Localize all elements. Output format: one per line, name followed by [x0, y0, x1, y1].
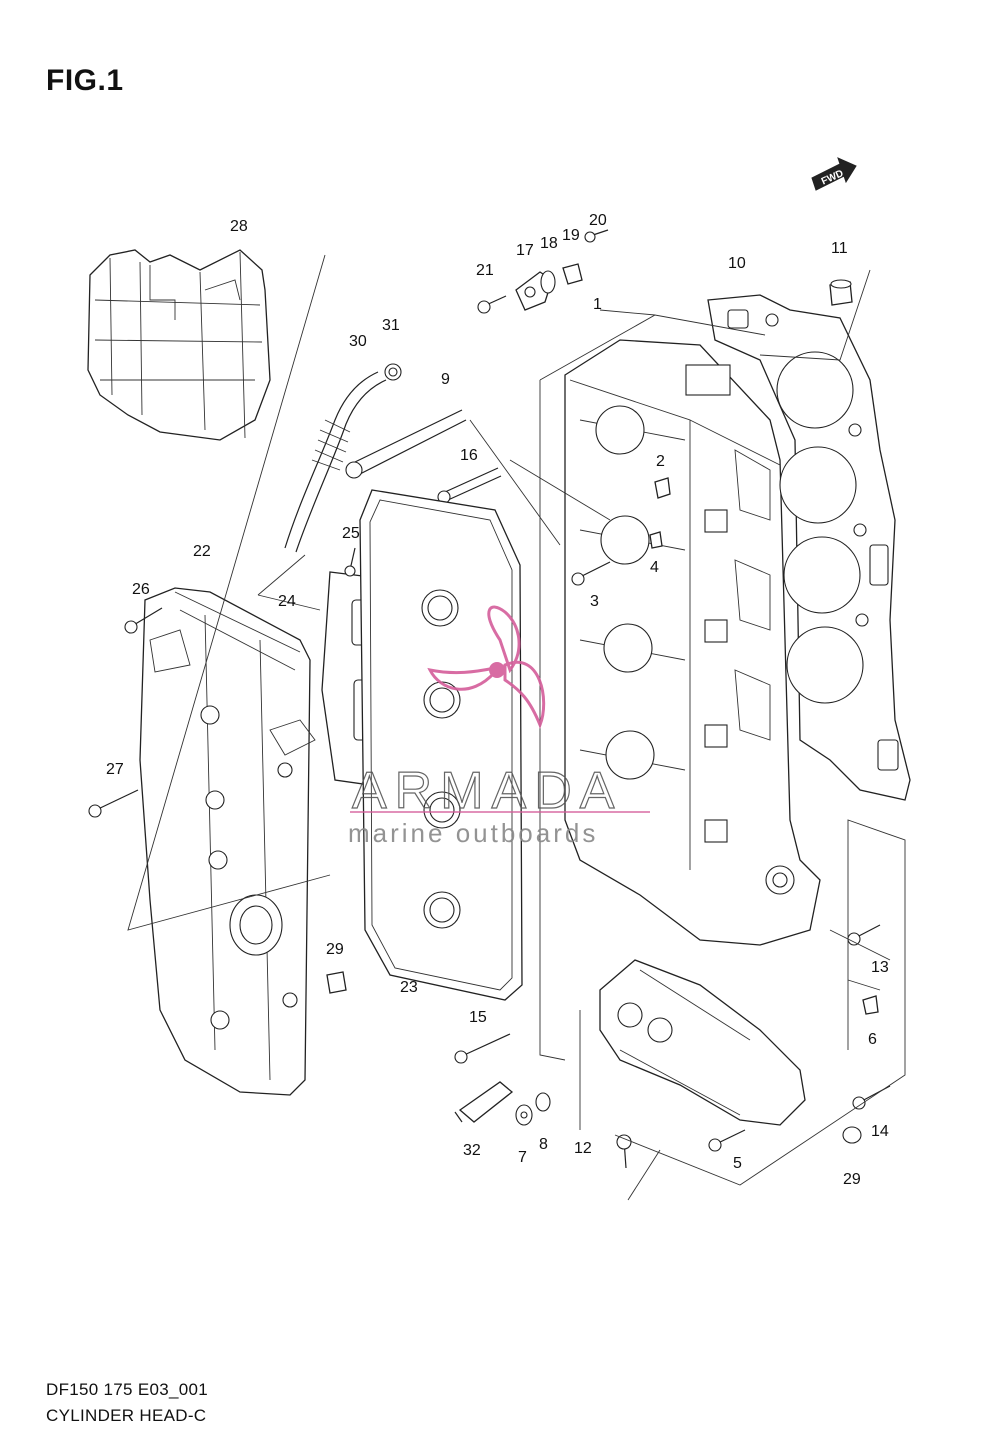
- part-9-bolt: [345, 409, 467, 479]
- part-27-bolt: [88, 789, 139, 818]
- callout-8: 8: [539, 1136, 548, 1153]
- watermark-tagline: marine outboards: [348, 818, 598, 848]
- callout-7: 7: [518, 1149, 527, 1166]
- part-11-dowel: [829, 279, 853, 306]
- part-29-cap-right: [842, 1126, 862, 1144]
- part-8-o-ring: [535, 1092, 551, 1112]
- callout-11: 11: [831, 240, 848, 257]
- part-16-bolt: [437, 467, 502, 504]
- part-18-o-ring: [540, 270, 556, 294]
- part-22-head-cover: [139, 587, 316, 1096]
- callout-30: 30: [349, 333, 367, 350]
- callout-32: 32: [463, 1142, 481, 1159]
- figure-code: DF150 175 E03_001: [46, 1380, 209, 1399]
- callout-29-left: 29: [326, 941, 344, 958]
- part-13-bolt: [847, 924, 881, 946]
- part-19-sleeve: [562, 263, 583, 285]
- callout-21: 21: [476, 262, 494, 279]
- callout-22: 22: [193, 543, 211, 560]
- part-20-bolt: [584, 229, 609, 243]
- part-5-bolt: [708, 1129, 746, 1152]
- callout-15: 15: [469, 1009, 487, 1026]
- propeller-logo-icon: [427, 605, 546, 730]
- callout-14: 14: [871, 1123, 889, 1140]
- callout-5: 5: [733, 1155, 742, 1172]
- callouts: 1 2 3 4 5 6 7 8 9 10 11 12 13 14 15 16 1…: [106, 212, 889, 1188]
- part-4-dowel: [649, 531, 663, 549]
- callout-28: 28: [230, 218, 248, 235]
- part-26-bolt: [124, 607, 163, 634]
- callout-18: 18: [540, 235, 558, 252]
- part-6-dowel: [862, 995, 879, 1015]
- callout-4: 4: [650, 559, 659, 576]
- part-30-hose: [284, 371, 387, 553]
- figure-title: FIG.1: [46, 64, 124, 97]
- figure-caption: CYLINDER HEAD-C: [46, 1406, 207, 1425]
- callout-17: 17: [516, 242, 534, 259]
- callout-23: 23: [400, 979, 418, 996]
- callout-20: 20: [589, 212, 607, 229]
- callout-24: 24: [278, 593, 296, 610]
- part-2-dowel: [654, 477, 671, 499]
- part-25-bolt: [344, 547, 356, 577]
- callout-9: 9: [441, 371, 450, 388]
- watermark: ARMADA marine outboards: [348, 605, 650, 848]
- part-3-bolt: [571, 561, 611, 586]
- part-1-cylinder-head: [564, 339, 821, 946]
- callout-13: 13: [871, 959, 889, 976]
- callout-26: 26: [132, 581, 150, 598]
- part-12-bolt: [616, 1134, 632, 1169]
- part-23-gasket: [359, 489, 523, 1001]
- callout-6: 6: [868, 1031, 877, 1048]
- callout-10: 10: [728, 255, 746, 272]
- part-32-sensor: [454, 1081, 514, 1123]
- part-31-clip: [384, 363, 402, 381]
- watermark-brand: ARMADA: [352, 762, 622, 820]
- assembly-guide-lines: [127, 254, 906, 1201]
- callout-12: 12: [574, 1140, 592, 1157]
- fwd-arrow-icon: FWD: [811, 157, 857, 191]
- callout-19: 19: [562, 227, 580, 244]
- part-10-head-gasket: [707, 294, 911, 801]
- part-7-washer: [515, 1104, 533, 1126]
- part-28-cover: [87, 249, 271, 441]
- callout-1: 1: [593, 296, 602, 313]
- part-21-bolt: [477, 295, 507, 314]
- callout-25: 25: [342, 525, 360, 542]
- callout-31: 31: [382, 317, 400, 334]
- callout-3: 3: [590, 593, 599, 610]
- part-15-bolt: [454, 1033, 511, 1064]
- callout-29-right: 29: [843, 1171, 861, 1188]
- callout-16: 16: [460, 447, 478, 464]
- callout-2: 2: [656, 453, 665, 470]
- fwd-label: FWD: [820, 168, 845, 187]
- part-29-cap-left: [326, 971, 347, 994]
- callout-27: 27: [106, 761, 124, 778]
- lower-housing: [599, 959, 806, 1126]
